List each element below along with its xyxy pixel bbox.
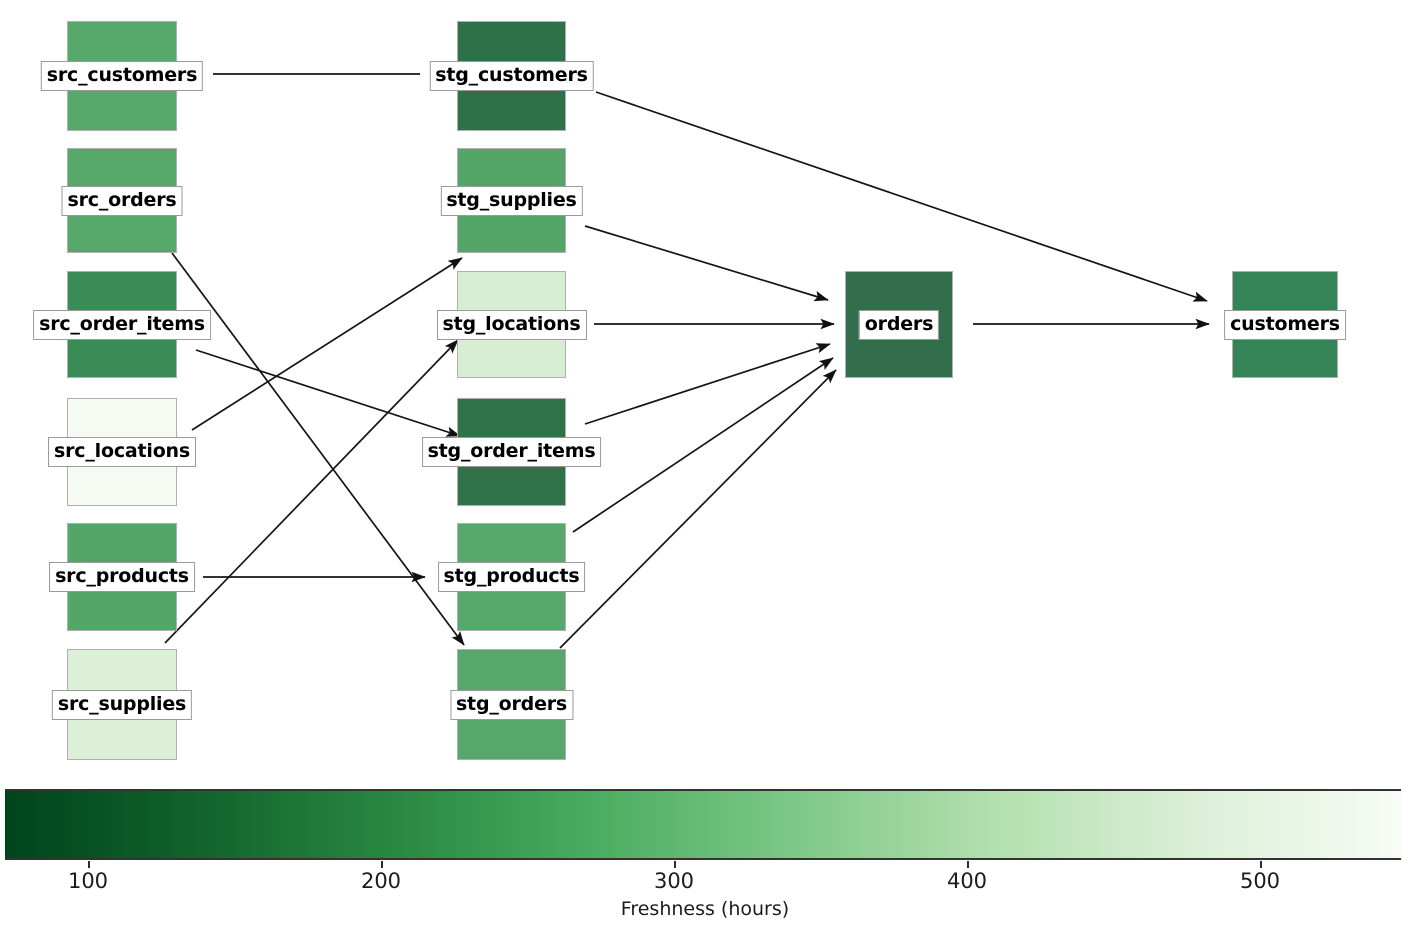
colorbar-tick-label: 300 (653, 869, 695, 893)
node-label-orders: orders (858, 309, 940, 340)
edge-src_supplies-to-stg_supplies (164, 339, 459, 644)
colorbar-tick-label: 100 (67, 869, 109, 893)
node-label-src_supplies: src_supplies (51, 689, 193, 720)
node-label-stg_customers: stg_customers (429, 61, 594, 91)
colorbar-gradient (5, 791, 1401, 858)
colorbar-tick-mark (381, 861, 383, 868)
node-label-stg_products: stg_products (437, 562, 586, 592)
colorbar-tick-mark (674, 861, 676, 868)
node-label-stg_order_items: stg_order_items (421, 437, 602, 467)
colorbar-tick-mark (88, 861, 90, 868)
colorbar-tick-label: 500 (1239, 869, 1281, 893)
edge-src_locations-to-stg_locations (191, 257, 463, 431)
node-label-src_orders: src_orders (61, 185, 183, 216)
colorbar-tick-mark (967, 861, 969, 868)
edge-src_order_items-to-stg_order_items (195, 349, 461, 437)
node-label-customers: customers (1224, 309, 1346, 340)
node-label-src_customers: src_customers (40, 61, 204, 91)
colorbar-tick-label: 400 (946, 869, 988, 893)
colorbar (5, 789, 1401, 860)
edge-stg_order_items-to-orders (584, 343, 831, 425)
node-label-src_order_items: src_order_items (33, 309, 211, 340)
edge-src_orders-to-stg_orders (171, 252, 465, 646)
edge-stg_orders-to-orders (559, 369, 837, 649)
colorbar-axis-label: Freshness (hours) (620, 898, 790, 920)
node-label-stg_locations: stg_locations (436, 309, 587, 340)
edge-stg_products-to-orders (572, 357, 834, 533)
node-label-stg_supplies: stg_supplies (440, 185, 583, 216)
edge-stg_supplies-to-orders (584, 225, 829, 302)
node-label-src_locations: src_locations (48, 437, 196, 467)
edges-group (164, 73, 1210, 649)
node-label-stg_orders: stg_orders (449, 689, 574, 720)
colorbar-tick-label: 200 (360, 869, 402, 893)
node-label-src_products: src_products (49, 562, 195, 592)
colorbar-tick-mark (1260, 861, 1262, 868)
edge-stg_customers-to-customers (595, 91, 1208, 302)
